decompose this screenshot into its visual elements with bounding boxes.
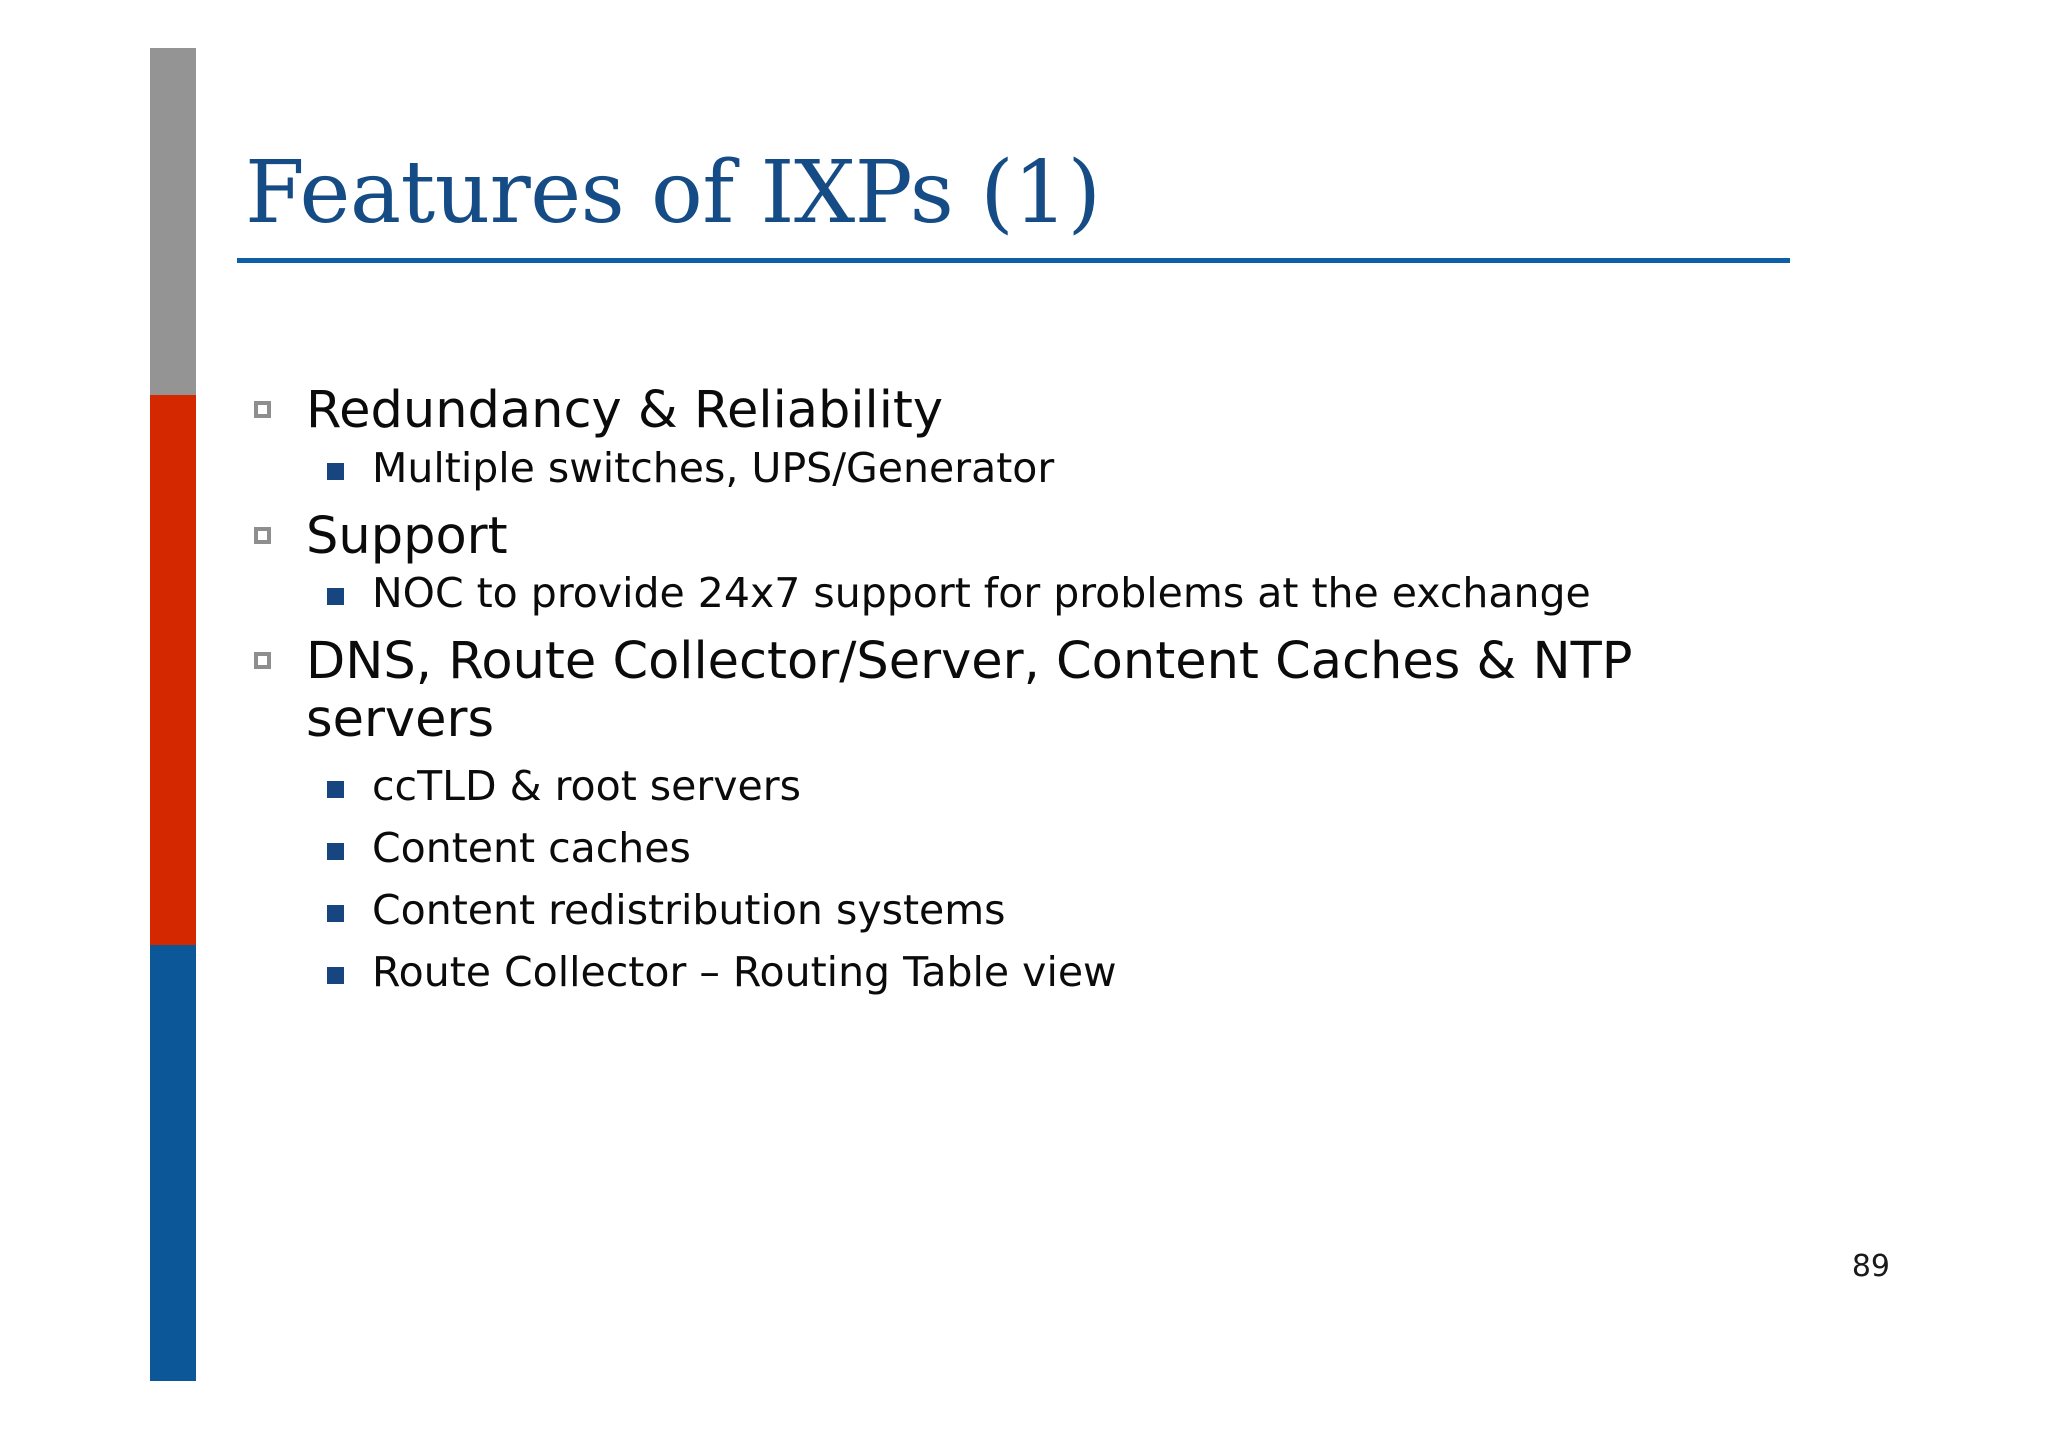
filled-square-bullet-icon <box>327 462 344 480</box>
bullet-level1-label: Support <box>306 506 508 566</box>
hollow-square-bullet-icon <box>254 526 271 544</box>
slide-title: Features of IXPs (1) <box>245 143 1101 243</box>
filled-square-bullet-icon <box>327 905 344 923</box>
bullet-level2-multiple-switches: Multiple switches, UPS/Generator <box>240 443 1800 492</box>
bullet-level2-label: Content caches <box>372 824 691 873</box>
bullet-level1-support: Support <box>240 506 1800 566</box>
bullet-level1-dns-services: DNS, Route Collector/Server, Content Cac… <box>240 633 1800 748</box>
bullet-level2-label: NOC to provide 24x7 support for problems… <box>372 569 1591 618</box>
title-underline-rule <box>237 258 1790 263</box>
bullet-level1-label: DNS, Route Collector/Server, Content Cac… <box>306 632 1633 749</box>
bullet-level1-label: Redundancy & Reliability <box>306 381 944 440</box>
bullet-level2-label: Route Collector – Routing Table view <box>372 948 1117 997</box>
bullet-level2-cctld-root-servers: ccTLD & root servers <box>240 762 1800 811</box>
accent-bar-segment-gray <box>150 48 196 395</box>
bullet-level2-content-caches: Content caches <box>240 824 1800 873</box>
bullet-level2-label: ccTLD & root servers <box>372 762 801 811</box>
bullet-level2-content-redistribution: Content redistribution systems <box>240 886 1800 935</box>
page-number: 89 <box>1851 1249 1890 1284</box>
filled-square-bullet-icon <box>327 781 344 799</box>
bullet-level1-redundancy: Redundancy & Reliability <box>240 382 1800 440</box>
bullet-group-redundancy: Redundancy & Reliability Multiple switch… <box>240 382 1800 492</box>
filled-square-bullet-icon <box>327 588 344 606</box>
bullet-group-support: Support NOC to provide 24x7 support for … <box>240 506 1800 618</box>
left-accent-bar <box>150 48 196 1381</box>
bullet-group-dns-services: DNS, Route Collector/Server, Content Cac… <box>240 633 1800 996</box>
accent-bar-segment-red <box>150 395 196 945</box>
bullet-level2-noc-support: NOC to provide 24x7 support for problems… <box>240 569 1800 618</box>
slide-body: Redundancy & Reliability Multiple switch… <box>240 382 1800 1002</box>
filled-square-bullet-icon <box>327 967 344 985</box>
filled-square-bullet-icon <box>327 843 344 861</box>
bullet-level2-label: Multiple switches, UPS/Generator <box>372 443 1055 492</box>
hollow-square-bullet-icon <box>254 401 271 418</box>
hollow-square-bullet-icon <box>254 652 271 670</box>
accent-bar-segment-blue <box>150 945 196 1381</box>
bullet-level2-label: Content redistribution systems <box>372 886 1006 935</box>
bullet-level2-route-collector-view: Route Collector – Routing Table view <box>240 948 1800 997</box>
